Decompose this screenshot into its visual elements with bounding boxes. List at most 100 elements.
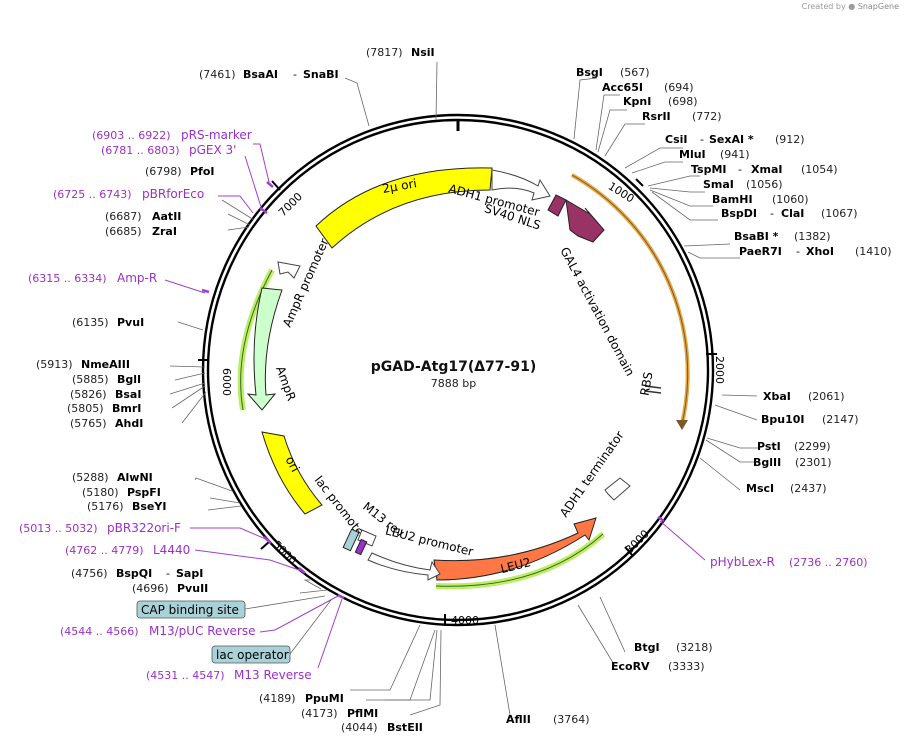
site-psti-pos: (2299): [794, 440, 831, 453]
site-bsteii-pos: (4044): [341, 721, 378, 734]
site-alwni-pos: (5288): [72, 471, 109, 484]
primer-l4440-range: (4762 .. 4779): [65, 544, 144, 557]
primer-phyblex-r-range: (2736 .. 2760): [789, 556, 868, 569]
site-bgli-name: BglI: [117, 373, 141, 386]
site-xbai-name: XbaI: [763, 390, 791, 403]
site-zrai-name: ZraI: [152, 225, 177, 238]
site-aatii-pos: (6687): [105, 210, 142, 223]
site-leader-lines: [169, 61, 760, 716]
feature-ori: [261, 431, 323, 515]
site-msci-pos: (2437): [790, 482, 827, 495]
callout-lac-box: [211, 645, 291, 664]
site-bsaai-name: BsaAI: [243, 68, 278, 81]
site-rsrii-pos: (772): [692, 110, 722, 123]
primer-pgex3-name: pGEX 3': [189, 143, 236, 157]
site-aflii-pos: (3764): [553, 713, 590, 726]
site-csii-name: CsiI: [665, 133, 687, 146]
site-nsii-pos: (7817): [366, 46, 403, 59]
site-bpu10i-name: Bpu10I: [761, 413, 805, 426]
primer-m13-rev-range: (4531 .. 4547): [146, 669, 225, 682]
site-pvuii-pos: (4696): [132, 582, 169, 595]
site-tspmi-pos: (1054): [801, 163, 838, 176]
feature-rbs-label: RBS: [638, 371, 656, 397]
feature-rbs-mark-1: [644, 385, 662, 389]
site-aflii-name: AflII: [506, 713, 531, 726]
feature-ampr-promoter-label: AmpR promoter: [280, 236, 332, 329]
site-bamhi-name: BamHI: [712, 193, 753, 206]
site-pflmi-pos: (4173): [301, 707, 338, 720]
primer-m13puc-rev-name: M13/pUC Reverse: [149, 624, 256, 638]
feature-2mu-ori: [315, 167, 493, 249]
site-smai-name: SmaI: [703, 178, 734, 191]
site-tspmi-separator: -: [738, 163, 742, 176]
site-bspqi-pos: (4756): [71, 567, 108, 580]
feature-sv40-nls: [547, 194, 567, 217]
site-bspqi-name: BspQI: [116, 567, 152, 580]
site-pfoi-pos: (6798): [145, 165, 182, 178]
site-btgi-name: BtgI: [634, 641, 660, 654]
site-xbai-pos: (2061): [808, 390, 845, 403]
site-bpu10i-pos: (2147): [822, 413, 859, 426]
tick-6000: 6000: [220, 368, 233, 396]
primer-prs-marker-name: pRS-marker: [181, 128, 252, 142]
site-bmri-name: BmrI: [112, 402, 141, 415]
feature-cap-site: [342, 528, 360, 552]
site-ppumi-name: PpuMI: [305, 692, 344, 705]
site-bglii-pos: (2301): [795, 456, 832, 469]
feature-ampr: [246, 287, 283, 411]
leu2-halo-core: [435, 533, 604, 587]
callout-cap-box: [136, 600, 246, 619]
site-bspdi-pos: (1067): [821, 207, 858, 220]
primer-pbr322ori-f-name: pBR322ori-F: [107, 521, 181, 535]
site-bseyi-name: BseYI: [132, 500, 166, 513]
site-bsgi-name: BsgI: [576, 66, 603, 79]
primer-pbrforeco-name: pBRforEco: [142, 187, 204, 201]
site-paer7i-name: PaeR7I: [739, 245, 782, 258]
feature-ori-label: ori: [283, 454, 303, 474]
primer-leader-lines: [164, 143, 706, 669]
site-bspqi-separator: -: [166, 567, 170, 580]
primer-pbrforeco-range: (6725 .. 6743): [53, 188, 132, 201]
site-aatii-name: AatII: [152, 210, 181, 223]
site-mlui-name: MluI: [679, 148, 706, 161]
site-zrai-pos: (6685): [105, 225, 142, 238]
creator-brand: SnapGene: [857, 2, 899, 11]
site-bglii-name: BglII: [753, 456, 781, 469]
site-acc65i-pos: (694): [664, 81, 694, 94]
site-bsaai-pos: (7461): [199, 68, 236, 81]
feature-leu2: [433, 517, 597, 581]
site-psti-name: PstI: [757, 440, 781, 453]
orange-halo-arrowhead: [676, 420, 688, 430]
site-bseyi-pos: (5176): [87, 500, 124, 513]
feature-lac-promoter: [357, 529, 377, 547]
callout-lac-label: lac operator: [216, 648, 289, 662]
primer-pgex3-range: (6781 .. 6803): [101, 144, 180, 157]
site-bsabi-pos: (1382): [794, 230, 831, 243]
tick-5000: 5000: [270, 538, 299, 567]
backbone-outer: [201, 113, 715, 627]
site-clai-name: ClaI: [781, 207, 804, 220]
site-ecorv-name: EcoRV: [611, 660, 650, 673]
primer-l4440-name: L4440: [153, 543, 190, 557]
site-bspdi-name: BspDI: [721, 207, 757, 220]
feature-leu2-promoter: [367, 552, 441, 581]
site-rsrii-name: RsrII: [642, 110, 671, 123]
site-bsai-pos: (5826): [70, 388, 107, 401]
creator-prefix: Created by: [801, 2, 846, 11]
site-bsabi-name: BsaBI *: [734, 230, 779, 243]
site-bsai-name: BsaI: [115, 388, 141, 401]
plasmid-name: pGAD-Atg17(Δ77-91): [370, 359, 537, 375]
site-smai-pos: (1056): [746, 178, 783, 191]
orange-halo-arc-core: [571, 174, 689, 425]
site-paer7i-separator: -: [796, 245, 800, 258]
site-nmeaiii-name: NmeAIII: [81, 358, 130, 371]
callout-leader-cap: [244, 595, 326, 610]
site-mlui-pos: (941): [720, 148, 750, 161]
primer-m13puc-rev-range: (4544 .. 4566): [60, 625, 139, 638]
feature-gal4-ad: [565, 199, 605, 243]
site-xhoi-name: XhoI: [806, 245, 834, 258]
site-tspmi-name: TspMI: [691, 163, 727, 176]
plasmid-size: 7888 bp: [430, 377, 477, 390]
site-bgli-pos: (5885): [72, 373, 109, 386]
